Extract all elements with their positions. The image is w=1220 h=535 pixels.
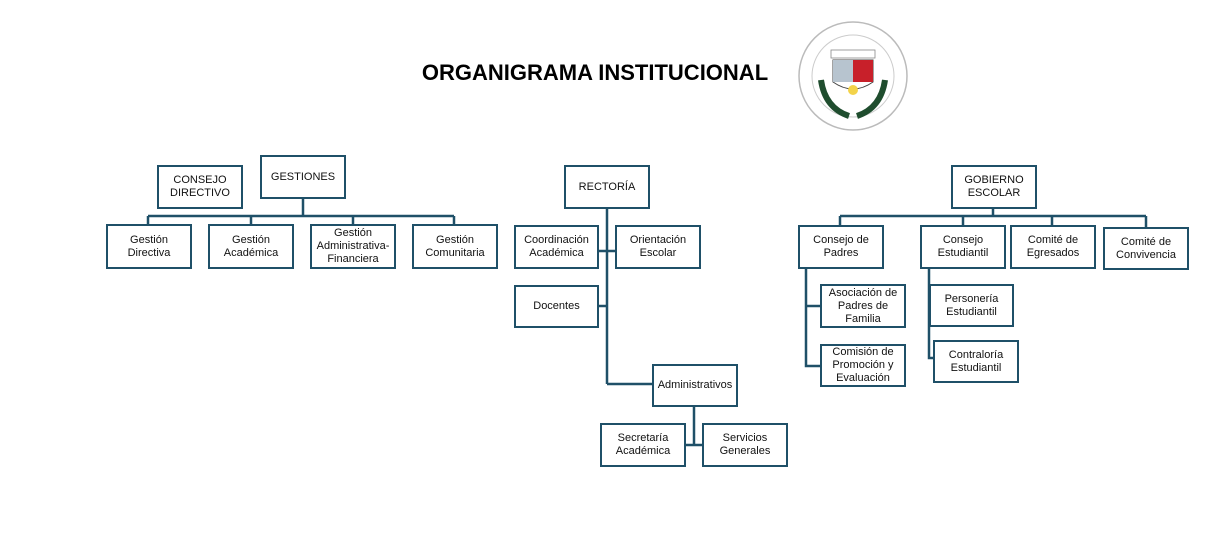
node-personeria-estudiantil: Personería Estudiantil xyxy=(929,284,1014,327)
node-secretaria-academica: Secretaría Académica xyxy=(600,423,686,467)
node-gobierno-escolar: GOBIERNO ESCOLAR xyxy=(951,165,1037,209)
node-consejo-padres: Consejo de Padres xyxy=(798,225,884,269)
node-comite-egresados: Comité de Egresados xyxy=(1010,225,1096,269)
node-comite-convivencia: Comité de Convivencia xyxy=(1103,227,1189,270)
node-contraloria-estudiantil: Contraloría Estudiantil xyxy=(933,340,1019,383)
page-title: ORGANIGRAMA INSTITUCIONAL xyxy=(421,60,769,85)
node-asociacion-padres: Asociación de Padres de Familia xyxy=(820,284,906,328)
node-gestion-comunitaria: Gestión Comunitaria xyxy=(412,224,498,269)
institution-logo xyxy=(798,21,908,131)
node-administrativos: Administrativos xyxy=(652,364,738,407)
node-coordinacion-academica: Coordinación Académica xyxy=(514,225,599,269)
node-gestion-directiva: Gestión Directiva xyxy=(106,224,192,269)
node-consejo-estudiantil: Consejo Estudiantil xyxy=(920,225,1006,269)
node-rectoria: RECTORÍA xyxy=(564,165,650,209)
node-orientacion-escolar: Orientación Escolar xyxy=(615,225,701,269)
node-gestiones: GESTIONES xyxy=(260,155,346,199)
node-gestion-academica: Gestión Académica xyxy=(208,224,294,269)
node-comision-promocion: Comisión de Promoción y Evaluación xyxy=(820,344,906,387)
node-gestion-administrativa: Gestión Administrativa- Financiera xyxy=(310,224,396,269)
node-consejo-directivo: CONSEJO DIRECTIVO xyxy=(157,165,243,209)
node-docentes: Docentes xyxy=(514,285,599,328)
node-servicios-generales: Servicios Generales xyxy=(702,423,788,467)
